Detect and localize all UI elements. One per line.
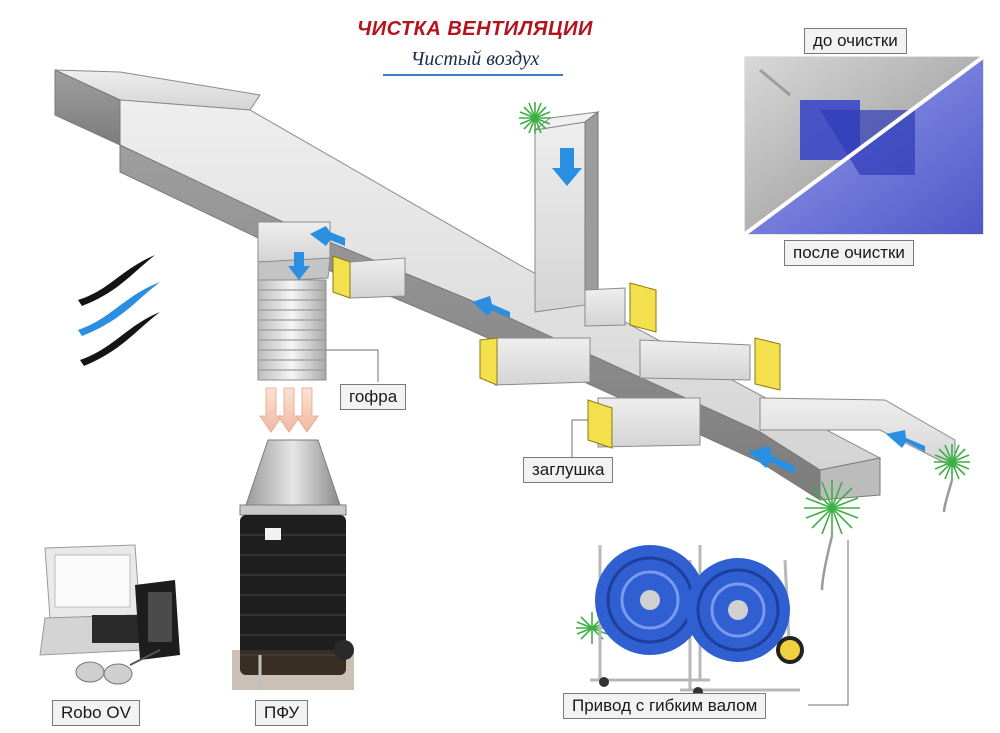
plug-icon [587,399,613,449]
brand-underline [383,74,563,76]
brush-shafts [820,479,954,591]
robo-ov-device [39,544,180,685]
brush-icon [804,480,860,536]
flow-arrow-icon [748,446,795,474]
plug-icon [754,337,781,391]
flow-arrow-icon [310,226,345,246]
flow-arrow-icon [288,252,310,280]
vertical-riser [533,110,600,313]
label-after-cleaning: после очистки [784,240,914,266]
plug-icon [629,282,657,333]
brushes [519,102,970,644]
label-zaglushka: заглушка [523,457,614,483]
flow-arrows [288,148,925,474]
label-robo-ov: Robo OV [52,700,140,726]
brush-icon [934,444,970,480]
brand-subtitle: Чистый воздух [410,48,540,70]
flow-arrow-icon [552,148,582,186]
flow-arrow-icon [886,430,925,452]
label-before-cleaning: до очистки [804,28,907,54]
plugs [332,255,781,449]
plug-icon [332,255,351,299]
air-waves-icon [78,255,160,366]
label-drive: Привод с гибким валом [563,693,767,719]
drive-reels [590,545,804,697]
side-branches [257,221,956,469]
diagram-title: ЧИСТКА ВЕНТИЛЯЦИИ [357,18,593,40]
brush-icon [519,102,551,134]
gofra-hose [257,257,331,433]
plug-icon [479,337,498,386]
before-after-photo [743,55,985,236]
label-gofra: гофра [340,384,407,410]
label-pfu: ПФУ [255,700,309,726]
flow-arrow-icon [472,296,510,318]
pfu-unit [232,439,354,690]
suction-arrows [259,387,319,433]
